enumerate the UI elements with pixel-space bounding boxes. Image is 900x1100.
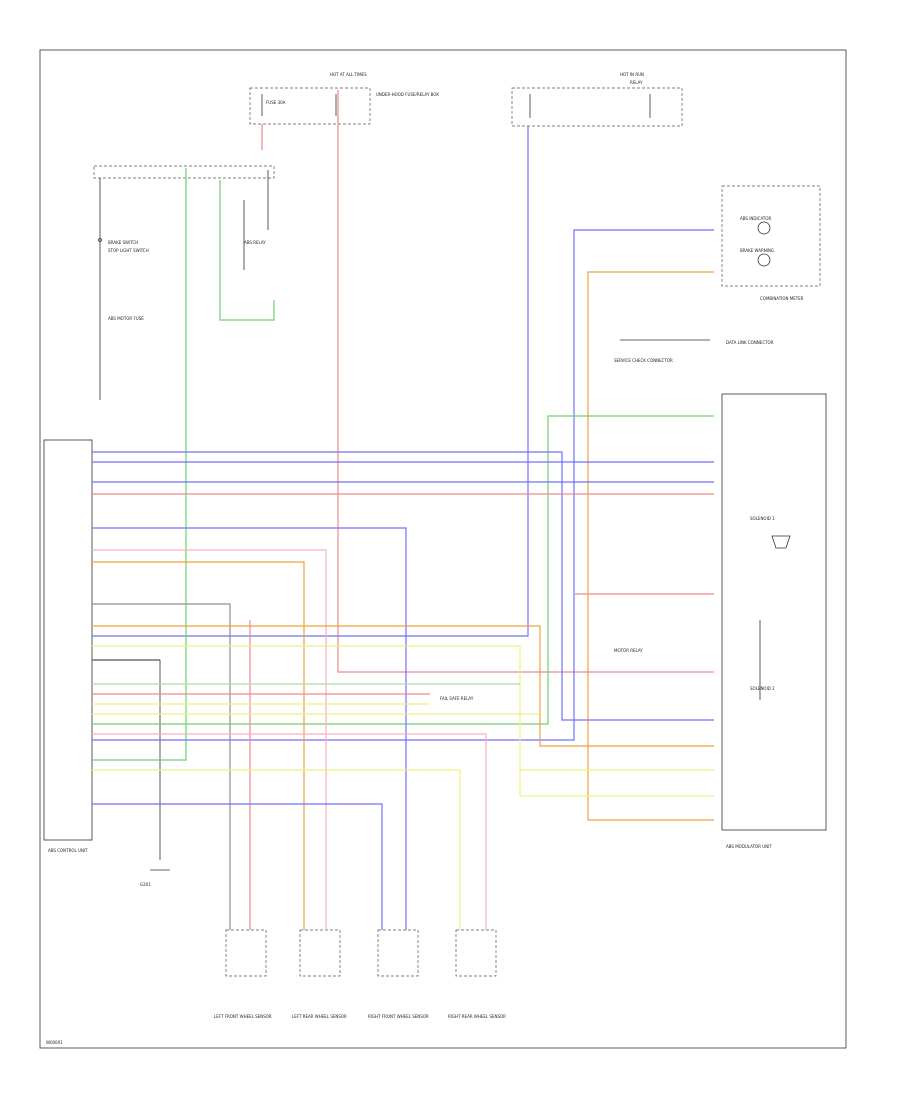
brake-switch-group: BRAKE SWITCH STOP LIGHT SWITCH ABS MOTOR… [93,165,275,400]
dlc-group: DATA LINK CONNECTOR SERVICE CHECK CONNEC… [614,339,774,363]
lr-sensor-label: LEFT REAR WHEEL SENSOR [292,1014,347,1019]
abs-warning-label: ABS INDICATOR [740,216,771,221]
service-check-label: SERVICE CHECK CONNECTOR [614,358,673,363]
brake-warning-label: BRAKE WARNING [740,248,774,253]
control-relay-label: RELAY [630,80,643,85]
combination-meter: ABS INDICATOR BRAKE WARNING COMBINATION … [721,185,821,301]
wire-green-left [92,168,187,761]
wire-orange-right [587,271,714,821]
lf-sensor-label: LEFT FRONT WHEEL SENSOR [214,1014,272,1019]
wires [92,90,714,930]
wheel-sensor-lr: LEFT REAR WHEEL SENSOR [292,929,347,1019]
wire-blue-4 [92,527,407,930]
rf-sensor-label: RIGHT FRONT WHEEL SENSOR [368,1014,429,1019]
wire-blue-right [92,229,714,741]
modulator-label: ABS MODULATOR UNIT [726,844,772,849]
motor-relay-label: MOTOR RELAY [614,648,643,653]
hot-in-run-label: HOT IN RUN [620,72,644,77]
fuse-label-top: FUSE 30A [266,100,286,105]
abs-fuse-label: ABS MOTOR FUSE [108,316,144,321]
wire-orange-1 [92,561,305,930]
solenoid1-label: SOLENOID 1 [750,516,775,521]
abs-modulator-unit: SOLENOID 1 SOLENOID 2 ABS MODULATOR UNIT [721,393,827,849]
rr-sensor-label: RIGHT REAR WHEEL SENSOR [448,1014,506,1019]
stop-light-switch-label: STOP LIGHT SWITCH [108,248,149,253]
solenoid2-label: SOLENOID 2 [750,686,775,691]
fail-safe-relay-label: FAIL SAFE RELAY [440,696,474,701]
wire-blue-5 [92,803,383,930]
diagram-border [39,49,847,1049]
dlc-label: DATA LINK CONNECTOR [726,340,774,345]
wire-green-loop [219,180,275,321]
wheel-sensor-rf: RIGHT FRONT WHEEL SENSOR [368,929,429,1019]
wire-orange-2 [92,625,714,747]
wire-gray-1 [92,603,231,930]
abs-control-unit: ABS CONTROL UNIT [43,439,93,853]
brake-switch-label: BRAKE SWITCH [108,240,138,245]
abs-relay-label: ABS RELAY [244,240,266,245]
combination-meter-label: COMBINATION METER [760,296,804,301]
wire-blue-top [92,126,529,637]
hot-in-run-box: HOT IN RUN RELAY [511,72,683,127]
wire-pink-1 [92,549,327,930]
wheel-sensor-rr: RIGHT REAR WHEEL SENSOR [448,929,506,1019]
hot-label-top: HOT AT ALL TIMES [330,72,367,77]
underhood-fuse-box: HOT AT ALL TIMES UNDER-HOOD FUSE/RELAY B… [249,72,439,125]
wire-blue-1 [92,451,714,721]
wire-green-mid [92,415,714,725]
underhood-box-label: UNDER-HOOD FUSE/RELAY BOX [376,92,439,97]
figure-id: W00001 [46,1040,63,1045]
ecm-label: ABS CONTROL UNIT [48,848,88,853]
wire-pink-2 [92,733,487,930]
wire-red-main [337,90,714,673]
wheel-sensor-lf: LEFT FRONT WHEEL SENSOR [214,929,272,1019]
wire-yellow-4 [92,769,461,930]
ground-label: G201 [140,882,151,887]
wire-yellow-1 [92,645,714,797]
